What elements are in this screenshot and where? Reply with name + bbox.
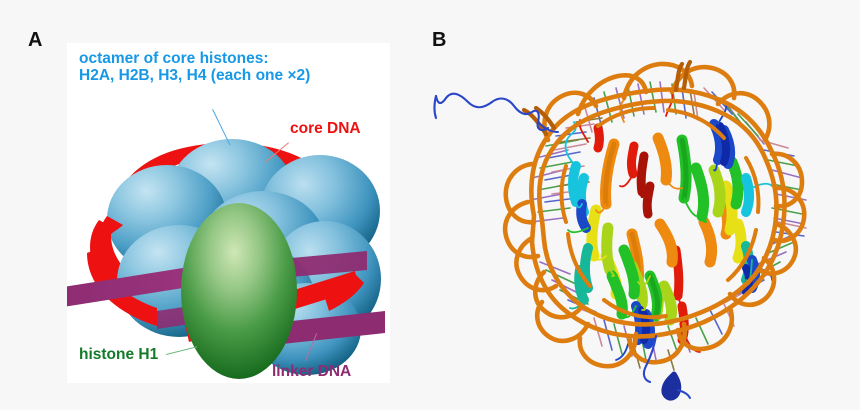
helix-darkred [636, 151, 655, 219]
panel-b [428, 18, 860, 410]
panel-letter-b: B [432, 29, 447, 51]
nucleosome-crystal-structure [433, 59, 807, 401]
label-octamer-line2: H2A, H2B, H3, H4 (each one ×2) [79, 67, 311, 85]
nucleosome-schematic [67, 139, 385, 379]
dna-base-pairs [529, 81, 807, 371]
label-octamer-of-core-histones: octamer of core histones: H2A, H2B, H3, … [79, 50, 310, 85]
panel-a: octamer of core histones: H2A, H2B, H3, … [67, 43, 390, 383]
histone-tail-fragment-bottom [642, 334, 691, 401]
histone-h1-ellipse [181, 203, 297, 379]
label-core-dna: core DNA [290, 120, 361, 137]
panel-letter-a: A [28, 29, 43, 51]
loop-connectors [575, 159, 753, 320]
dna-superhelix [502, 59, 807, 369]
label-linker-dna: linker DNA [272, 363, 352, 380]
helix-yellowgreen [601, 164, 726, 326]
label-histone-h1: histone H1 [79, 346, 159, 363]
histone-tail-extended [433, 92, 560, 134]
label-octamer-line1: octamer of core histones: [79, 50, 269, 67]
